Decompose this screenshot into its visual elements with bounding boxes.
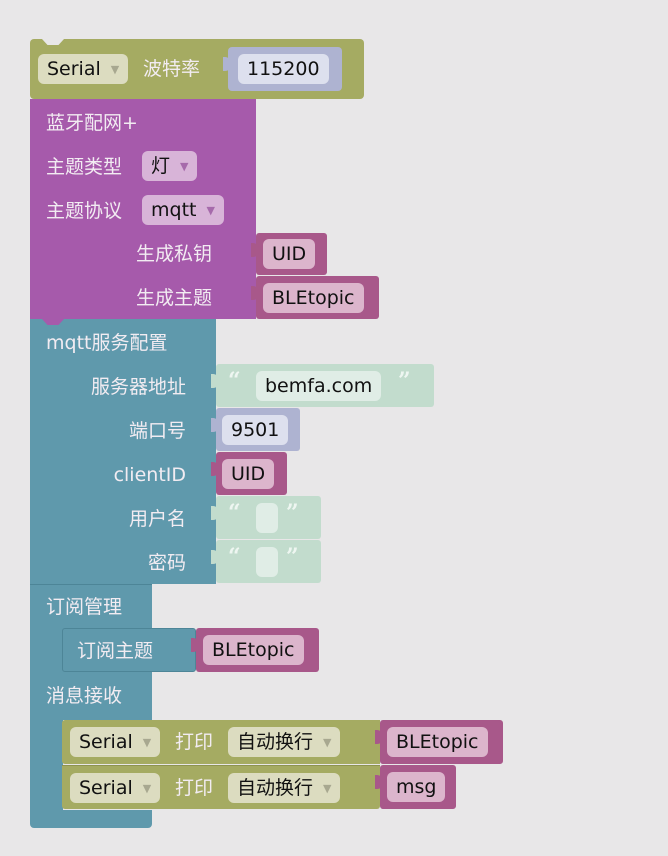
serial-port-dropdown[interactable]: Serial▼ bbox=[38, 54, 129, 84]
topic-type-dropdown[interactable]: 灯▼ bbox=[142, 151, 198, 181]
port-input[interactable]: 9501 bbox=[222, 415, 289, 445]
key-variable-block[interactable]: UID bbox=[251, 233, 327, 275]
client-variable[interactable]: UID bbox=[222, 459, 275, 489]
subscribe-variable-block[interactable]: BLEtopic bbox=[191, 628, 319, 672]
topic-variable[interactable]: BLEtopic bbox=[263, 283, 364, 313]
server-string-block[interactable]: “ bemfa.com ” bbox=[211, 364, 434, 407]
chevron-down-icon: ▼ bbox=[180, 159, 189, 173]
print-variable[interactable]: msg bbox=[387, 772, 446, 802]
pass-input[interactable] bbox=[256, 547, 278, 577]
baud-value-block[interactable]: 115200 bbox=[223, 47, 342, 91]
client-variable-block[interactable]: UID bbox=[211, 452, 287, 495]
ble-config-block[interactable]: 蓝牙配网+ 主题类型 灯▼ 主题协议 mqtt▼ 生成私钥 生成主题 bbox=[30, 99, 256, 319]
key-variable[interactable]: UID bbox=[263, 239, 316, 269]
chevron-down-icon: ▼ bbox=[142, 781, 152, 795]
pass-string-block[interactable]: “ ” bbox=[211, 540, 321, 583]
subscribe-topic-label: 订阅主题 bbox=[77, 640, 154, 662]
open-quote-icon: “ bbox=[228, 500, 241, 526]
print-label: 打印 bbox=[175, 731, 214, 753]
close-quote-icon: ” bbox=[398, 368, 411, 394]
serial-port-dropdown[interactable]: Serial▼ bbox=[70, 727, 161, 757]
open-quote-icon: “ bbox=[228, 368, 241, 394]
newline-mode-dropdown[interactable]: 自动换行▼ bbox=[228, 727, 341, 757]
chevron-down-icon: ▼ bbox=[323, 781, 332, 795]
print-variable[interactable]: BLEtopic bbox=[387, 727, 488, 757]
close-quote-icon: ” bbox=[286, 500, 299, 526]
baud-input[interactable]: 115200 bbox=[238, 54, 329, 84]
chevron-down-icon: ▼ bbox=[110, 62, 120, 76]
protocol-dropdown[interactable]: mqtt▼ bbox=[142, 195, 224, 225]
server-input[interactable]: bemfa.com bbox=[256, 371, 382, 401]
ble-title: 蓝牙配网+ bbox=[46, 112, 138, 134]
receive-body-rail bbox=[30, 720, 63, 810]
key-label: 生成私钥 bbox=[136, 243, 213, 265]
serial-begin-block[interactable]: Serial▼ 波特率 115200 bbox=[30, 39, 364, 99]
print-block[interactable]: Serial▼ 打印 自动换行▼ bbox=[62, 765, 380, 809]
newline-mode-dropdown[interactable]: 自动换行▼ bbox=[228, 773, 341, 803]
print-value-block[interactable]: BLEtopic bbox=[375, 720, 503, 764]
user-input[interactable] bbox=[256, 503, 278, 533]
topic-type-label: 主题类型 bbox=[46, 156, 123, 178]
topic-variable-block[interactable]: BLEtopic bbox=[251, 276, 379, 319]
subscribe-variable[interactable]: BLEtopic bbox=[203, 635, 304, 665]
print-label: 打印 bbox=[175, 777, 214, 799]
mqtt-title: mqtt服务配置 bbox=[46, 332, 168, 354]
port-label: 端口号 bbox=[128, 420, 186, 442]
serial-port-dropdown[interactable]: Serial▼ bbox=[70, 773, 161, 803]
client-label: clientID bbox=[113, 464, 186, 486]
chevron-down-icon: ▼ bbox=[206, 203, 215, 217]
port-number-block[interactable]: 9501 bbox=[211, 408, 300, 451]
print-value-block[interactable]: msg bbox=[375, 765, 456, 809]
baud-label: 波特率 bbox=[143, 58, 201, 80]
topic-label: 生成主题 bbox=[136, 287, 213, 309]
chevron-down-icon: ▼ bbox=[142, 735, 152, 749]
subscribe-title: 订阅管理 bbox=[46, 596, 123, 618]
protocol-label: 主题协议 bbox=[46, 200, 123, 222]
mqtt-config-block[interactable]: mqtt服务配置 服务器地址 端口号 clientID 用户名 密码 bbox=[30, 319, 216, 584]
close-quote-icon: ” bbox=[286, 544, 299, 570]
user-label: 用户名 bbox=[128, 508, 186, 530]
chevron-down-icon: ▼ bbox=[323, 735, 332, 749]
user-string-block[interactable]: “ ” bbox=[211, 496, 321, 539]
open-quote-icon: “ bbox=[228, 544, 241, 570]
pass-label: 密码 bbox=[147, 552, 186, 574]
receive-block-bottom bbox=[30, 810, 152, 828]
receive-block[interactable]: 消息接收 bbox=[30, 674, 152, 720]
server-label: 服务器地址 bbox=[90, 376, 186, 398]
receive-title: 消息接收 bbox=[46, 685, 123, 707]
subscribe-topic-block[interactable]: 订阅主题 bbox=[62, 628, 196, 672]
print-block[interactable]: Serial▼ 打印 自动换行▼ bbox=[62, 720, 380, 764]
